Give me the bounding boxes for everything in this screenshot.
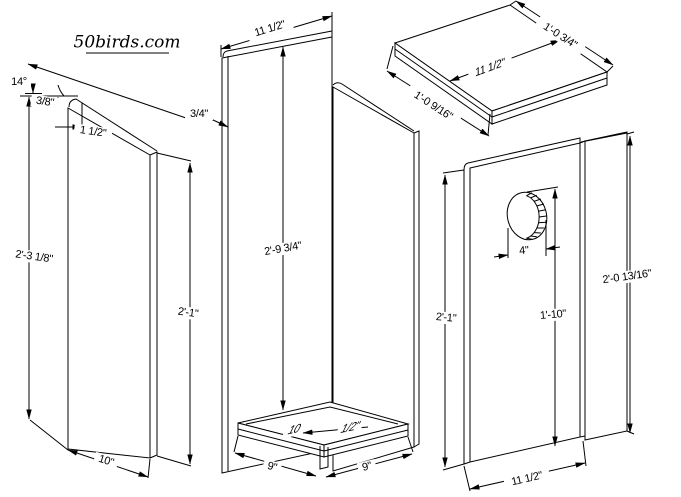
roof-ext-4 <box>487 113 491 136</box>
side-panel-face <box>67 107 151 459</box>
floor-right-ext <box>407 436 414 453</box>
site-logo-text: 50birds.com <box>74 33 181 53</box>
angle-arc <box>57 84 65 97</box>
front-right-ext-bottom <box>626 430 635 435</box>
front-panel-view: 2'-1" 4" 1'-10" 2'-0 13/16" 11 1/2" <box>428 131 661 492</box>
front-right-ext-top <box>626 131 635 135</box>
floor-view: 10 1/2" 9" 9" <box>233 401 414 478</box>
side-panel-view: 14° 3/8" 1 1/2" 2'-3 1/8" 2'-1" 10" <box>4 63 206 479</box>
side-panel-edge-label: 3/8" <box>35 95 55 109</box>
entrance-hole-hatching <box>526 192 547 240</box>
side-panel-setback-label: 1 1/2" <box>79 124 107 140</box>
side-panel-back-height-label: 2'-3 1/8" <box>15 248 54 265</box>
hole-height-ext-top <box>526 186 559 193</box>
front-left-height-label: 2'-1" <box>435 311 457 325</box>
side-panel-bevel-edge <box>68 98 158 152</box>
floor-right-mid-line <box>323 429 409 452</box>
thickness-leader-line <box>210 118 229 128</box>
back-height-ext-line <box>29 419 69 451</box>
back-panel-view <box>221 30 420 474</box>
roof-ext-1 <box>509 0 517 6</box>
front-panel-top-edge <box>463 137 581 171</box>
roof-right-edge-line <box>491 77 608 118</box>
roof-ext-3 <box>386 45 394 70</box>
roof-ext-2 <box>606 65 614 73</box>
front-height-ext-top <box>156 152 192 162</box>
floor-left-label: 9" <box>266 460 279 474</box>
front-height-ext-bottom <box>156 455 192 467</box>
hole-height-label: 1'-10" <box>539 308 567 322</box>
hole-dim-arrow-left <box>493 253 509 260</box>
floor-right-label: 9" <box>361 460 373 474</box>
middle-side-panel-bevel <box>332 82 415 132</box>
width-ext-line <box>147 458 151 479</box>
front-left-ext-top <box>442 169 465 174</box>
floor-top-inset-line <box>245 406 399 425</box>
side-panel-width-label: 10" <box>97 453 115 469</box>
front-width-ext-left <box>463 465 471 492</box>
site-logo: 50birds.com <box>74 33 181 54</box>
strip-top-edge <box>580 132 628 143</box>
angle-dim-line <box>27 63 187 119</box>
side-panel-thickness-edge <box>149 151 158 459</box>
entrance-hole <box>506 191 548 241</box>
side-panel-angle-label: 14° <box>11 76 27 88</box>
floor-left-mid-line <box>237 428 325 452</box>
front-width-ext-right <box>582 440 587 467</box>
side-panel-front-height-label: 2'-1" <box>177 306 199 321</box>
back-panel-thickness-label: 3/4" <box>190 108 208 120</box>
hole-diameter-label: 4" <box>519 244 530 257</box>
front-panel-face <box>469 142 581 463</box>
back-panel-top-edge <box>222 30 333 58</box>
floor-left-ext <box>233 435 239 453</box>
front-left-ext-bottom <box>442 463 465 471</box>
